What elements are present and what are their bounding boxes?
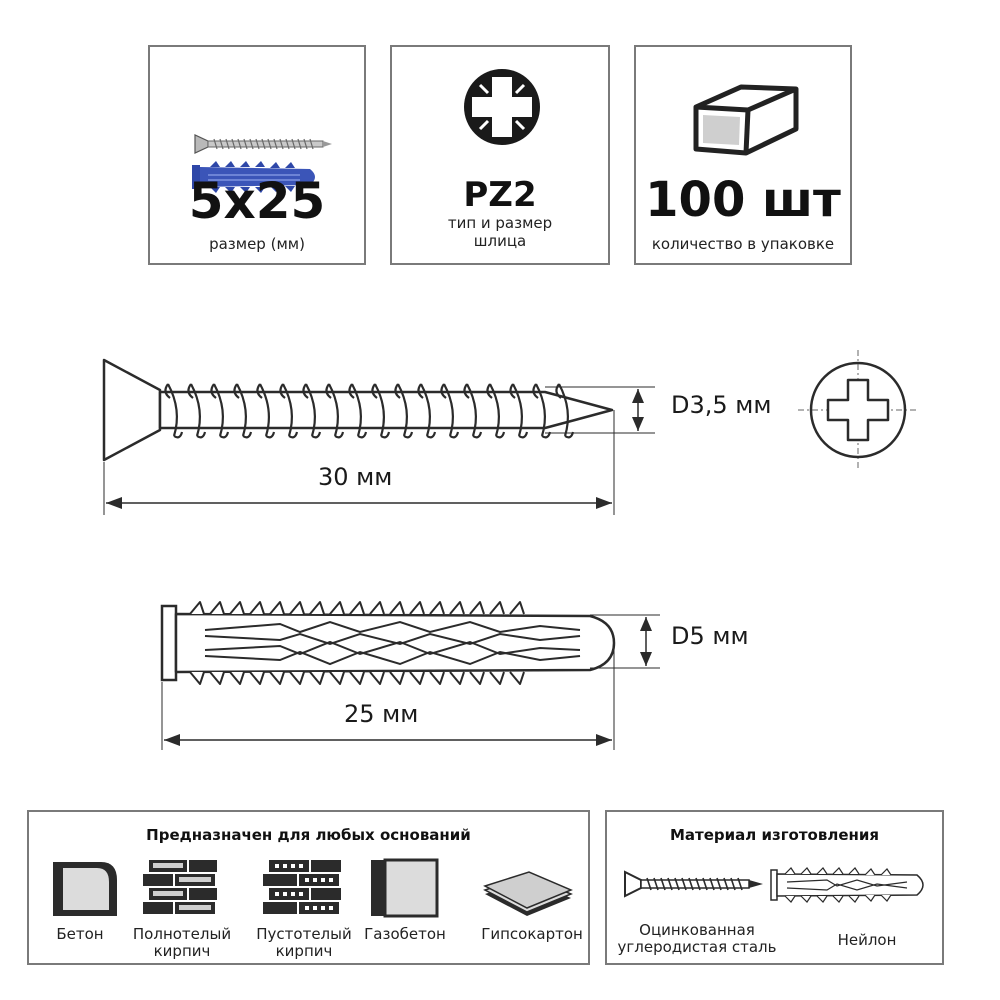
drywall-icon [483,871,573,916]
bases-item-label: кирпич [153,942,211,960]
concrete-icon [53,862,117,916]
bases-item-label: Полнотелый [132,925,232,943]
slot-value: PZ2 [463,175,537,215]
bases-item-label: Пустотелый [256,925,352,943]
material-panel: Материал изготовления Оцинкованная углер… [605,810,944,965]
dowel-diameter-label: D5 мм [671,622,749,650]
steel-screw-icon [624,870,763,898]
bases-title: Предназначен для любых оснований [146,826,471,844]
steel-label-line2: углеродистая сталь [617,938,777,956]
size-value: 5x25 [188,172,326,230]
bases-item-label: Газобетон [364,925,446,943]
screw-drawing [102,358,655,515]
bases-item-label: Бетон [56,925,104,943]
quantity-value: 100 шт [645,172,841,228]
size-caption: размер (мм) [209,235,305,253]
hollow-brick-icon [263,860,341,914]
quantity-card: 100 шт количество в упаковке [634,45,852,265]
nylon-label: Нейлон [837,931,897,949]
dowel-length-label: 25 мм [344,700,419,728]
screw-with-dowel-icon [192,134,332,193]
slot-card: PZ2 тип и размер шлица [390,45,610,265]
box-icon [693,84,799,156]
solid-brick-icon [143,860,217,914]
steel-label-line1: Оцинкованная [639,921,755,939]
quantity-caption: количество в упаковке [651,235,835,253]
nylon-dowel-icon [770,867,924,903]
pozidriv-icon [464,69,540,145]
dowel-drawing [160,601,660,750]
aerated-concrete-icon [371,858,439,918]
screw-length-label: 30 мм [318,463,393,491]
size-card: 5x25 размер (мм) [148,45,366,265]
pozidriv-head-view-icon [798,350,918,470]
material-title: Материал изготовления [669,826,880,844]
bases-panel: Предназначен для любых оснований Бетон П… [27,810,590,965]
slot-caption-line2: шлица [473,232,527,250]
screw-diameter-label: D3,5 мм [671,391,772,419]
slot-caption-line1: тип и размер [447,214,553,232]
bases-item-label: Гипсокартон [481,925,583,943]
bases-item-label: кирпич [275,942,333,960]
